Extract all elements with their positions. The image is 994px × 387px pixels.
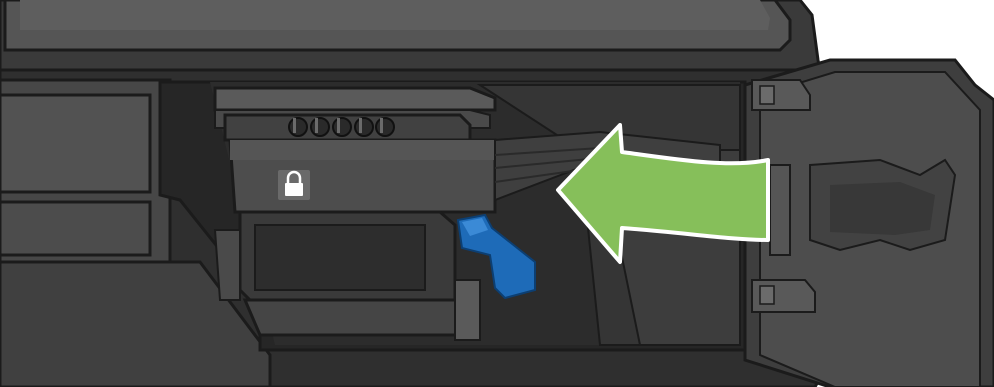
carriage-connectors [289, 118, 394, 136]
printer-side-door [745, 60, 994, 387]
printer-top-lid [0, 0, 820, 70]
lock-icon [278, 170, 310, 200]
printhead-carriage [215, 115, 495, 340]
